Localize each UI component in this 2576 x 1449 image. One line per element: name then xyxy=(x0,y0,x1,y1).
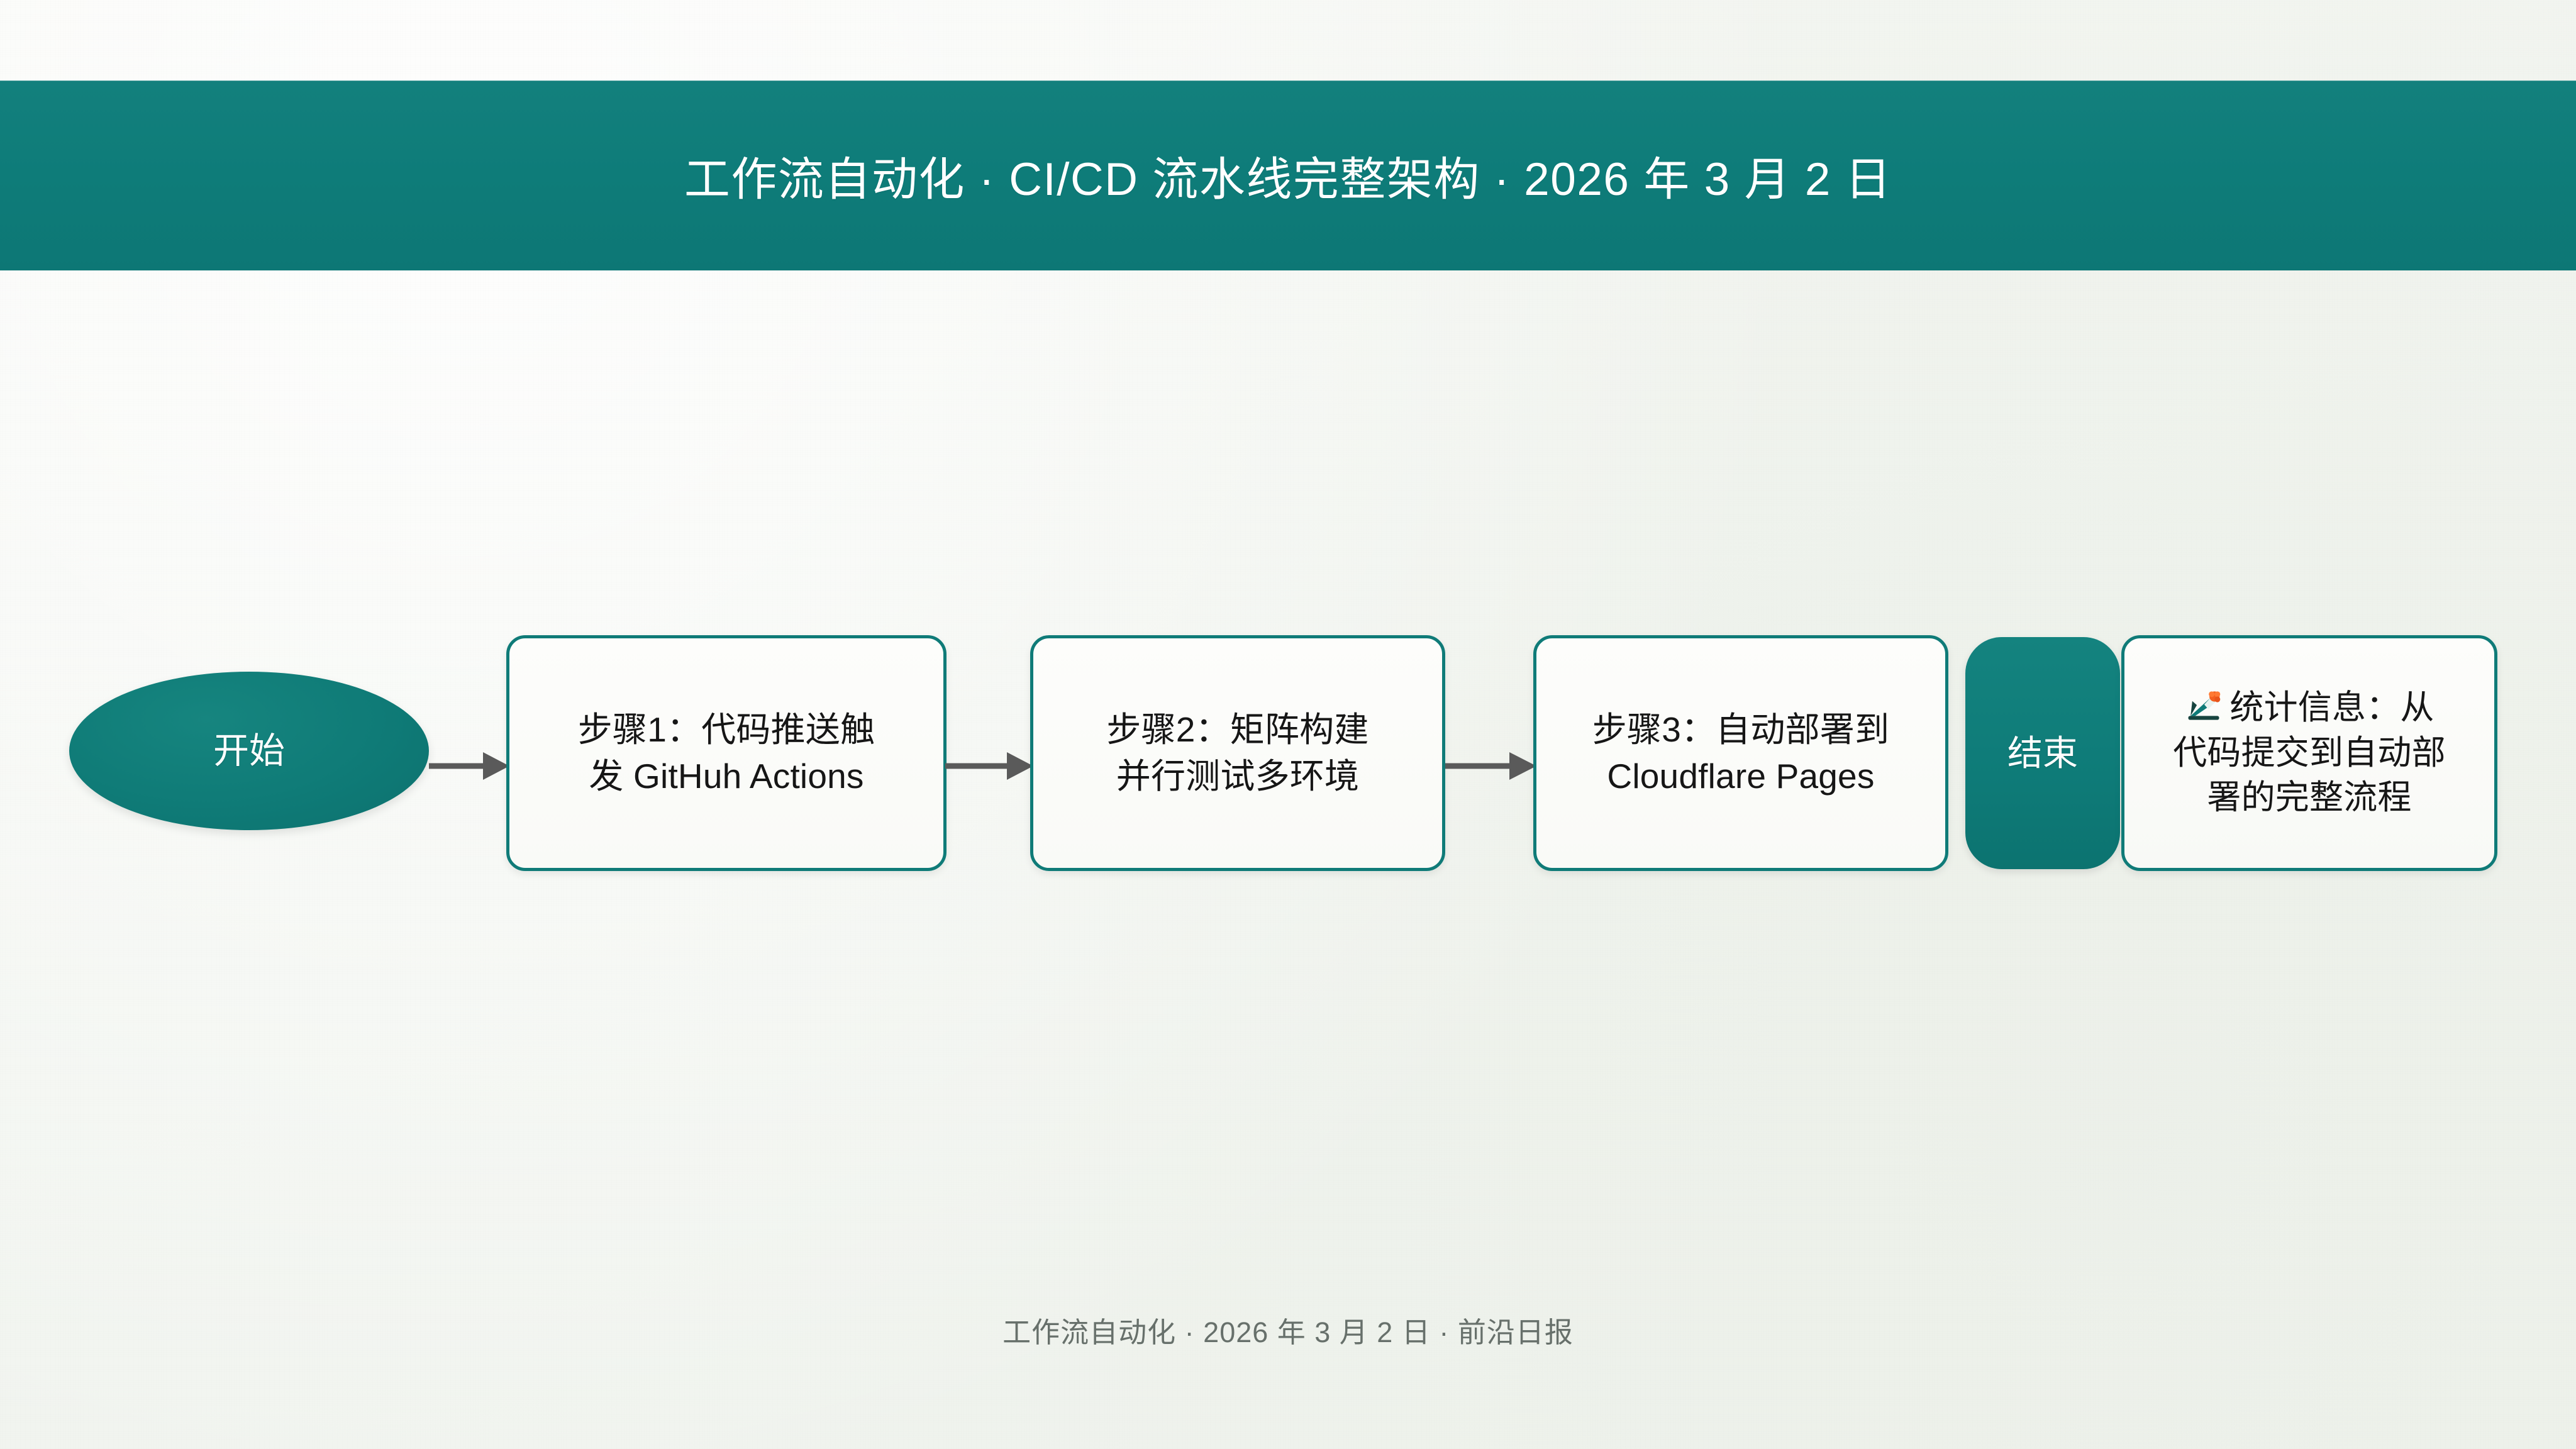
flow-node-step-2[interactable]: 步骤2：矩阵构建 并行测试多环境 xyxy=(1030,635,1445,871)
flow-node-step-1-line-1: 步骤1：代码推送触 xyxy=(577,710,875,750)
connector-arrow-step2-to-step3 xyxy=(1445,752,1536,780)
flow-node-step-2-text: 步骤2：矩阵构建 并行测试多环境 xyxy=(1106,707,1368,799)
flow-node-start[interactable]: 开始 xyxy=(69,672,429,830)
flow-node-end-label: 结束 xyxy=(2007,733,2078,773)
flow-node-step-3-line-1: 步骤3：自动部署到 xyxy=(1592,710,1890,750)
chart-increasing-icon xyxy=(2188,691,2221,720)
flow-node-step-3-text: 步骤3：自动部署到 Cloudflare Pages xyxy=(1592,707,1889,799)
flow-node-step-1[interactable]: 步骤1：代码推送触 发 GitHuh Actions xyxy=(506,635,947,871)
page-title: 工作流自动化 · CI/CD 流水线完整架构 · 2026 年 3 月 2 日 xyxy=(684,154,1892,205)
flow-node-end[interactable]: 结束 xyxy=(1965,637,2120,869)
flow-node-stats-text: 统计信息：从 代码提交到自动部 署的完整流程 xyxy=(2173,686,2446,821)
flowchart: 开始 步骤1：代码推送触 发 GitHuh Actions 步骤2：矩阵构建 并… xyxy=(0,635,2576,874)
flow-node-step-3[interactable]: 步骤3：自动部署到 Cloudflare Pages xyxy=(1533,635,1948,871)
flow-node-step-2-line-1: 步骤2：矩阵构建 xyxy=(1106,710,1369,750)
flow-node-step-1-line-2: 发 GitHuh Actions xyxy=(589,756,864,796)
flow-node-stats-line-1-text: 统计信息：从 xyxy=(2229,688,2434,726)
footer-caption: 工作流自动化 · 2026 年 3 月 2 日 · 前沿日报 xyxy=(1002,1316,1574,1348)
flow-node-start-label: 开始 xyxy=(213,730,285,771)
connector-arrow-step1-to-step2 xyxy=(945,752,1033,780)
flow-node-step-1-text: 步骤1：代码推送触 发 GitHuh Actions xyxy=(578,707,875,799)
flow-node-stats-line-3: 署的完整流程 xyxy=(2207,779,2412,817)
flow-node-step-2-line-2: 并行测试多环境 xyxy=(1116,756,1360,796)
header-band: 工作流自动化 · CI/CD 流水线完整架构 · 2026 年 3 月 2 日 xyxy=(0,80,2576,270)
flow-node-stats-line-1: 统计信息：从 xyxy=(2173,686,2446,731)
flow-node-stats-line-2: 代码提交到自动部 xyxy=(2173,733,2446,772)
flow-node-step-3-line-2: Cloudflare Pages xyxy=(1607,756,1875,796)
flow-node-stats-card[interactable]: 统计信息：从 代码提交到自动部 署的完整流程 xyxy=(2121,635,2497,871)
connector-arrow-start-to-step1 xyxy=(429,752,509,780)
